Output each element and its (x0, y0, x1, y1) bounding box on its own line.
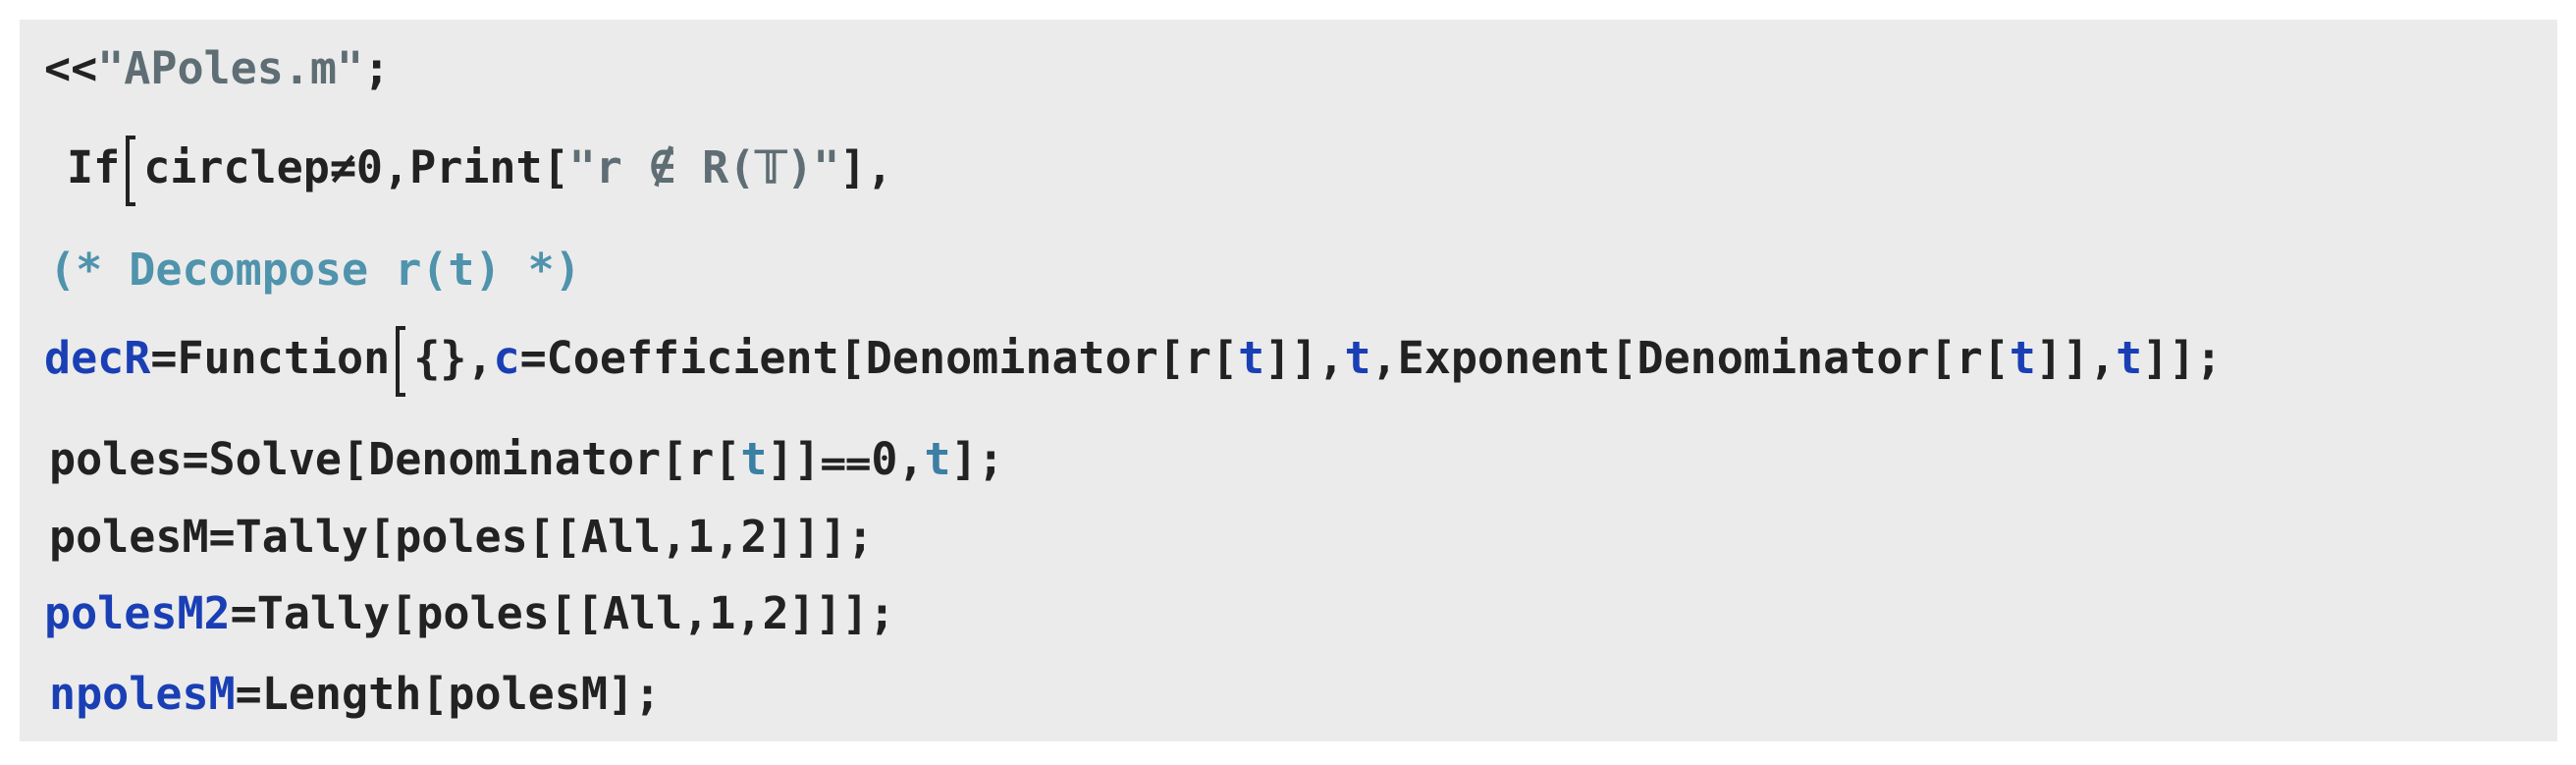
code-line-4[interactable]: decR=Function {},c=Coefficient[Denominato… (44, 326, 2223, 397)
open-bracket-glyph (122, 136, 139, 206)
code-token-local: t (740, 433, 768, 485)
code-token-plain: ]; (950, 433, 1004, 485)
code-token-plain: ,Exponent[Denominator[r[ (1370, 332, 2010, 384)
code-token-plain: If (67, 141, 121, 193)
code-token-plain: ], (839, 141, 893, 193)
code-token-plain: ]], (1264, 332, 1345, 384)
code-line-7[interactable]: polesM2=Tally[poles[[All,1,2]]]; (44, 584, 895, 643)
code-token-global: npolesM (49, 668, 236, 720)
code-token-global: c (493, 332, 520, 384)
code-line-2[interactable]: If circlep≠0,Print["r ∉ R(𝕋)"], (67, 136, 893, 206)
code-token-plain: {}, (413, 332, 494, 384)
code-cell[interactable]: <<"APoles.m"; If circlep≠0,Print["r ∉ R(𝕋… (20, 20, 2557, 741)
code-token-global: t (1238, 332, 1265, 384)
code-comment-line[interactable]: (* Decompose r(t) *) (49, 241, 581, 300)
code-token-string: "APoles.m" (97, 42, 364, 94)
code-line-6[interactable]: polesM=Tally[poles[[All,1,2]]]; (49, 508, 874, 567)
code-token-plain: << (44, 42, 98, 94)
code-token-global: t (1344, 332, 1371, 384)
code-token-global: decR (44, 332, 151, 384)
code-token-plain: ]]; (2142, 332, 2223, 384)
code-token-plain: =Tally[poles[[All,1,2]]]; (230, 587, 895, 639)
code-token-string: "r ∉ R(𝕋)" (568, 141, 840, 193)
code-line-1[interactable]: <<"APoles.m"; (44, 39, 390, 98)
code-token-comment: (* Decompose r(t) *) (49, 244, 581, 296)
code-token-plain: poles=Solve[Denominator[r[ (49, 433, 741, 485)
code-token-plain: =Length[polesM]; (235, 668, 662, 720)
code-token-plain: =Coefficient[Denominator[r[ (519, 332, 1239, 384)
code-token-plain: ]]⩵0, (767, 433, 925, 485)
code-token-global: polesM2 (44, 587, 231, 639)
code-token-plain: ]], (2035, 332, 2117, 384)
code-token-global: t (2116, 332, 2143, 384)
code-line-8[interactable]: npolesM=Length[polesM]; (49, 665, 661, 724)
code-token-local: t (924, 433, 951, 485)
code-token-plain: circlep≠0,Print[ (143, 141, 569, 193)
open-bracket-glyph (392, 326, 409, 397)
code-token-global: t (2009, 332, 2036, 384)
code-token-plain: ; (363, 42, 391, 94)
code-token-plain: =Function (150, 332, 391, 384)
code-line-5[interactable]: poles=Solve[Denominator[r[t]]⩵0,t]; (49, 430, 1004, 489)
code-token-plain: polesM=Tally[poles[[All,1,2]]]; (49, 511, 874, 563)
